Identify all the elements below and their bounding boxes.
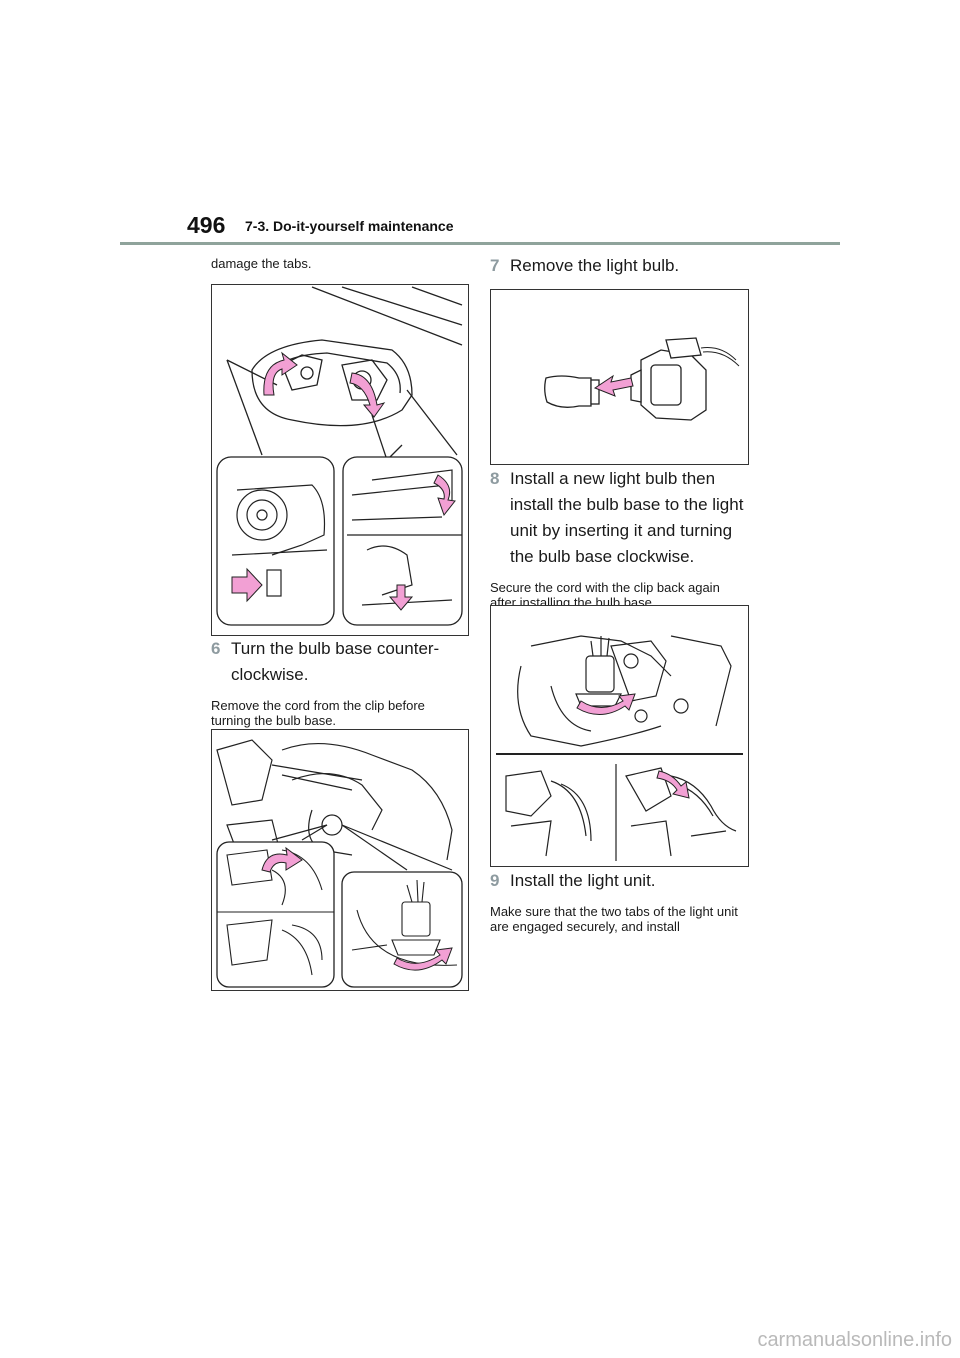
left-intro: damage the tabs.	[211, 256, 467, 271]
figure-install-bulb-base	[490, 605, 749, 867]
step7-line: 7 Remove the light bulb.	[490, 253, 746, 279]
illustration-bulb-base	[216, 739, 463, 988]
section-title: 7-3. Do-it-yourself maintenance	[245, 218, 454, 234]
header-rule	[120, 242, 840, 245]
figure-remove-bulb	[490, 289, 749, 465]
step9: 9 Install the light unit. Make sure that…	[490, 868, 746, 934]
step7-number: 7	[490, 256, 500, 275]
step6-number: 6	[211, 639, 221, 658]
page-number: 496	[187, 212, 226, 238]
step6-text-line1: Turn the bulb base counter-	[231, 639, 440, 658]
step6-line2: clockwise.	[211, 662, 467, 688]
step9-note: Make sure that the two tabs of the light…	[490, 904, 738, 934]
step8-text-line4: the bulb base clockwise.	[510, 547, 695, 566]
step9-line: 9 Install the light unit.	[490, 868, 746, 894]
step8-line3: unit by inserting it and turning	[490, 518, 746, 544]
step6-line1: 6 Turn the bulb base counter-	[211, 636, 467, 662]
step8-text-line3: unit by inserting it and turning	[510, 521, 733, 540]
step9-text: Install the light unit.	[510, 871, 656, 890]
intro-text: damage the tabs.	[211, 256, 312, 271]
step8-number: 8	[490, 469, 500, 488]
step8: 8 Install a new light bulb then install …	[490, 466, 746, 610]
step8-text-line2: install the bulb base to the light	[510, 495, 744, 514]
step6: 6 Turn the bulb base counter- clockwise.…	[211, 636, 467, 728]
step8-line2: install the bulb base to the light	[490, 492, 746, 518]
step7-text: Remove the light bulb.	[510, 256, 680, 275]
illustration-light-bulb	[544, 337, 740, 421]
step7: 7 Remove the light bulb.	[490, 253, 746, 279]
figure-remove-tabs	[211, 284, 469, 636]
illustration-install-base	[496, 635, 743, 861]
step8-text-line1: Install a new light bulb then	[510, 469, 716, 488]
step6-text-line2: clockwise.	[231, 665, 309, 684]
step9-number: 9	[490, 871, 500, 890]
step8-line1: 8 Install a new light bulb then	[490, 466, 746, 492]
figure-turn-bulb-base	[211, 729, 469, 991]
watermark: carmanualsonline.info	[757, 1329, 952, 1351]
illustration-mirror-tabs	[216, 286, 463, 626]
step8-line4: the bulb base clockwise.	[490, 544, 746, 570]
step6-note: Remove the cord from the clip before tur…	[211, 698, 425, 728]
